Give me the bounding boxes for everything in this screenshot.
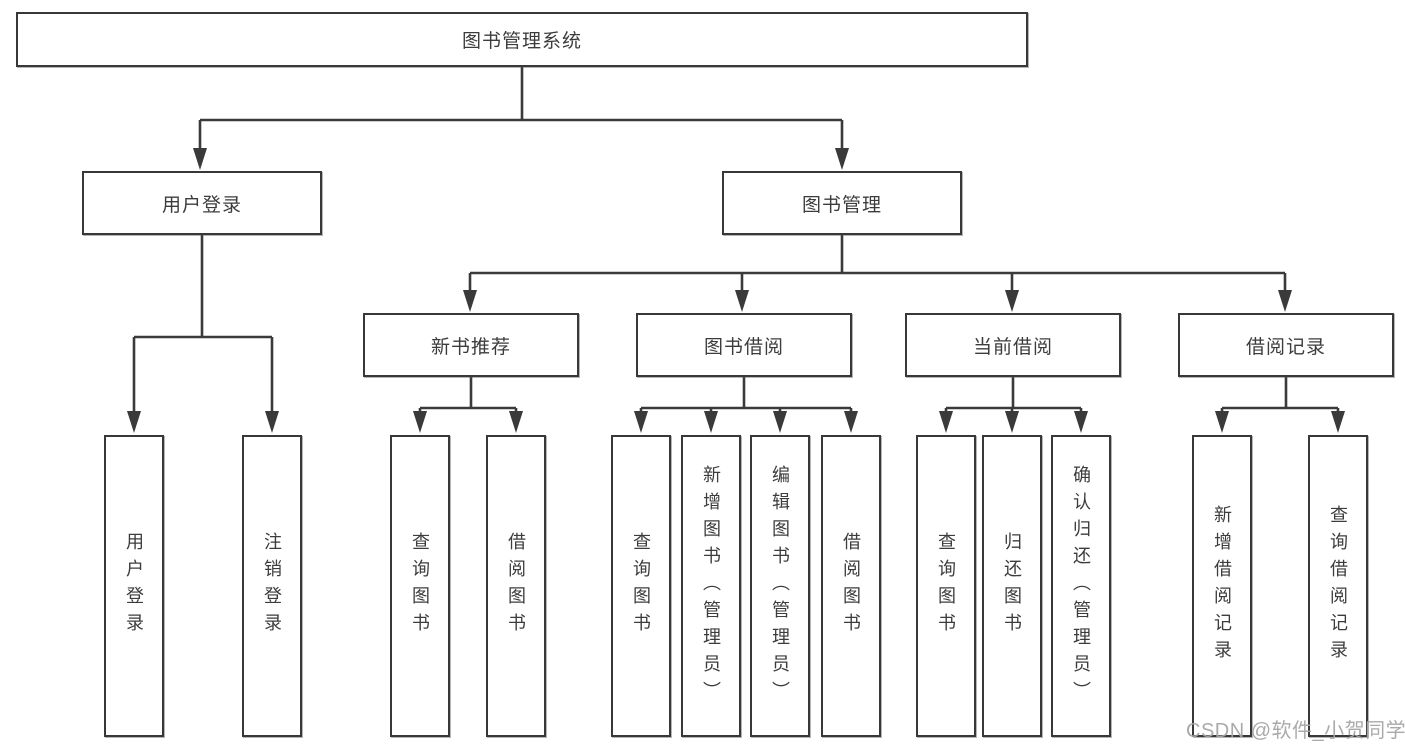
node-user-login: 用户登录 xyxy=(82,171,322,235)
leaf-logout: 注销登录 xyxy=(242,435,302,737)
leaf-label: 借阅图书 xyxy=(841,532,861,640)
node-label: 用户登录 xyxy=(161,194,242,216)
leaf-label: 查询图书 xyxy=(631,532,651,640)
leaf-return-books: 归还图书 xyxy=(982,435,1042,737)
node-label: 图书借阅 xyxy=(703,336,784,358)
node-label: 图书管理 xyxy=(801,194,882,216)
leaf-add-borrow-record: 新增借阅记录 xyxy=(1192,435,1252,737)
leaf-label: 查询图书 xyxy=(936,532,956,640)
leaf-query-borrow-record: 查询借阅记录 xyxy=(1308,435,1368,737)
leaf-edit-books-admin: 编辑图书（管理员） xyxy=(750,435,810,737)
node-new-book-recommend: 新书推荐 xyxy=(363,313,579,377)
leaf-borrow-query-books: 查询图书 xyxy=(611,435,671,737)
leaf-label: 借阅图书 xyxy=(506,532,526,640)
leaf-label: 编辑图书（管理员） xyxy=(770,464,790,708)
node-current-borrow: 当前借阅 xyxy=(905,313,1121,377)
node-book-borrow: 图书借阅 xyxy=(636,313,852,377)
leaf-recommend-borrow-books: 借阅图书 xyxy=(486,435,546,737)
node-label: 新书推荐 xyxy=(430,336,511,358)
node-book-management: 图书管理 xyxy=(722,171,962,235)
node-label: 当前借阅 xyxy=(972,336,1053,358)
leaf-confirm-return-admin: 确认归还（管理员） xyxy=(1051,435,1111,737)
leaf-label: 归还图书 xyxy=(1002,532,1022,640)
leaf-label: 新增借阅记录 xyxy=(1212,505,1232,667)
arrowheads xyxy=(127,148,1345,433)
leaf-label: 查询借阅记录 xyxy=(1328,505,1348,667)
csdn-watermark: CSDN @软件_小贺同学 xyxy=(1186,720,1405,742)
leaf-add-books-admin: 新增图书（管理员） xyxy=(681,435,741,737)
leaf-label: 查询图书 xyxy=(410,532,430,640)
node-label: 借阅记录 xyxy=(1245,336,1326,358)
leaf-user-login: 用户登录 xyxy=(104,435,164,737)
leaf-label: 确认归还（管理员） xyxy=(1071,464,1091,708)
node-library-system: 图书管理系统 xyxy=(16,12,1028,67)
leaf-label: 注销登录 xyxy=(262,532,282,640)
leaf-recommend-query-books: 查询图书 xyxy=(390,435,450,737)
leaf-current-query-books: 查询图书 xyxy=(916,435,976,737)
node-label: 图书管理系统 xyxy=(461,31,582,52)
leaf-borrow-borrow-books: 借阅图书 xyxy=(821,435,881,737)
leaf-label: 用户登录 xyxy=(124,532,144,640)
leaf-label: 新增图书（管理员） xyxy=(701,464,721,708)
node-borrow-records: 借阅记录 xyxy=(1178,313,1394,377)
